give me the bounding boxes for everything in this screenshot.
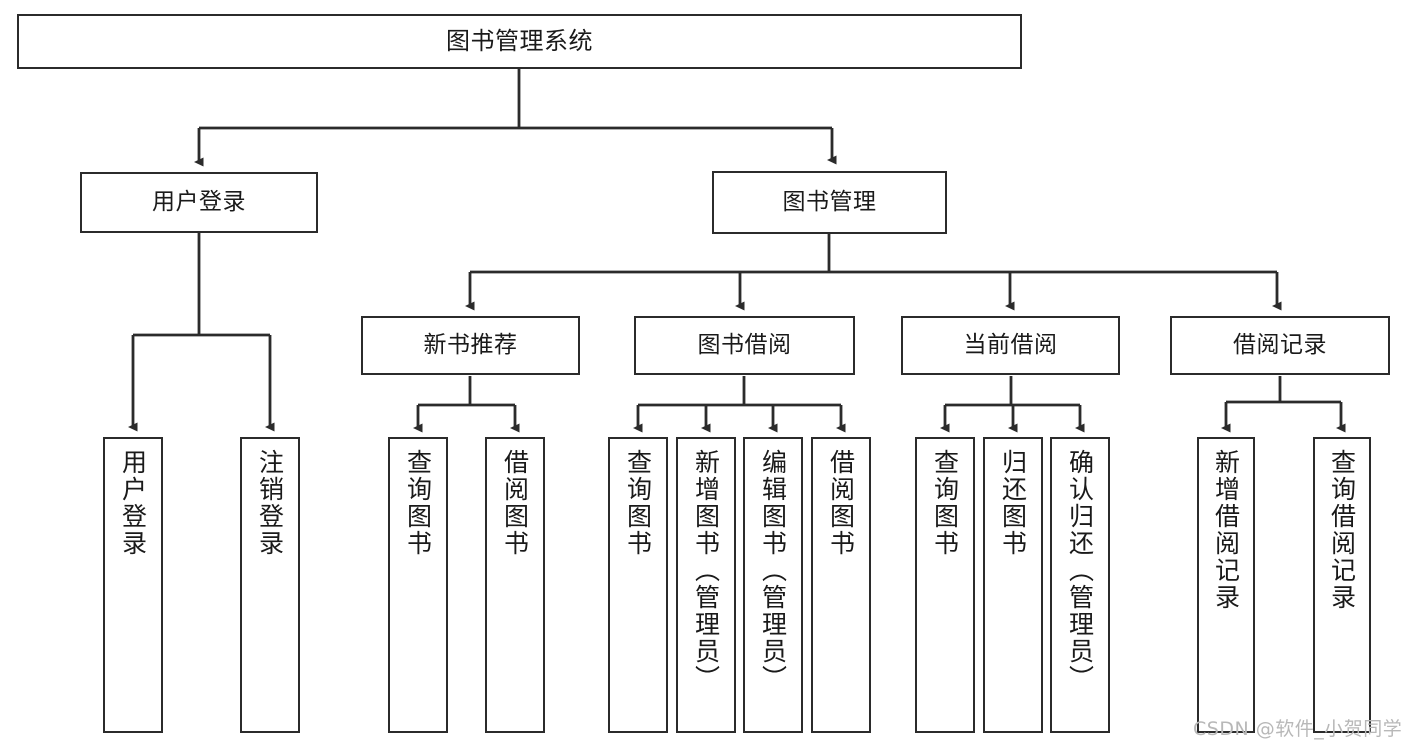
node-borrow-record[interactable]: 借阅记录 [1170, 316, 1390, 375]
leaf-add-borrow-record[interactable]: 新增借阅记录 [1197, 437, 1255, 733]
node-label: 归还图书 [998, 449, 1028, 557]
leaf-query-book-1[interactable]: 查询图书 [388, 437, 448, 733]
node-label: 图书管理 [782, 188, 877, 215]
leaf-user-login[interactable]: 用户登录 [103, 437, 163, 733]
node-book-borrow[interactable]: 图书借阅 [634, 316, 855, 375]
node-user-login[interactable]: 用户登录 [80, 172, 318, 233]
node-label: 新增借阅记录 [1211, 449, 1241, 611]
csdn-watermark: CSDN @软件_小贺同学 [1193, 718, 1403, 740]
node-label: 借阅图书 [826, 449, 856, 557]
node-label: 借阅记录 [1233, 331, 1327, 358]
node-book-manage[interactable]: 图书管理 [712, 171, 947, 234]
node-root-system[interactable]: 图书管理系统 [17, 14, 1022, 69]
node-label: 用户登录 [118, 449, 148, 557]
leaf-add-book[interactable]: 新增图书（管理员） [676, 437, 736, 733]
node-label: 图书管理系统 [446, 27, 593, 56]
node-label: 用户登录 [152, 188, 246, 215]
leaf-borrow-book-2[interactable]: 借阅图书 [811, 437, 871, 733]
node-label: 图书借阅 [697, 331, 792, 358]
leaf-logout[interactable]: 注销登录 [240, 437, 300, 733]
node-label: 查询图书 [930, 449, 960, 557]
leaf-query-book-3[interactable]: 查询图书 [915, 437, 975, 733]
leaf-query-book-2[interactable]: 查询图书 [608, 437, 668, 733]
leaf-borrow-book-1[interactable]: 借阅图书 [485, 437, 545, 733]
leaf-edit-book[interactable]: 编辑图书（管理员） [743, 437, 803, 733]
node-label: 查询借阅记录 [1327, 449, 1357, 611]
node-current-borrow[interactable]: 当前借阅 [901, 316, 1120, 375]
node-label: 确认归还（管理员） [1065, 449, 1095, 692]
leaf-return-book[interactable]: 归还图书 [983, 437, 1043, 733]
leaf-query-borrow-record[interactable]: 查询借阅记录 [1313, 437, 1371, 733]
node-label: 查询图书 [623, 449, 653, 557]
node-new-book-recommend[interactable]: 新书推荐 [361, 316, 580, 375]
node-label: 新增图书（管理员） [691, 449, 721, 692]
node-label: 借阅图书 [500, 449, 530, 557]
leaf-confirm-return[interactable]: 确认归还（管理员） [1050, 437, 1110, 733]
node-label: 注销登录 [255, 449, 285, 557]
node-label: 编辑图书（管理员） [758, 449, 788, 692]
node-label: 新书推荐 [423, 331, 518, 358]
node-label: 当前借阅 [963, 331, 1058, 358]
node-label: 查询图书 [403, 449, 433, 557]
